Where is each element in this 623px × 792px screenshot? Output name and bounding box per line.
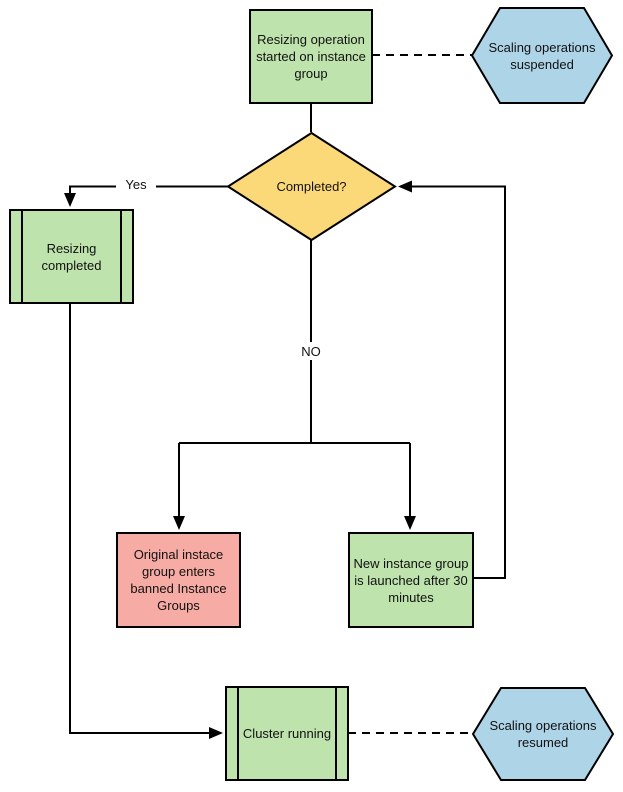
node-decision-diamond xyxy=(226,131,397,242)
node-new-group-shape xyxy=(348,532,474,628)
node-suspended-hexagon xyxy=(470,7,614,104)
node-cluster-shape xyxy=(225,686,349,781)
edge-decision-yes-to-resizing-completed xyxy=(64,185,228,207)
node-start-shape xyxy=(249,9,373,104)
edge-resizing-completed-to-cluster xyxy=(69,303,223,739)
node-resizing-completed-shape xyxy=(9,209,134,304)
node-resumed-hexagon xyxy=(471,687,615,781)
node-shapes xyxy=(9,7,615,781)
connectors xyxy=(64,54,506,739)
edge-new-group-to-decision xyxy=(398,180,506,579)
node-banned-shape xyxy=(116,532,241,628)
